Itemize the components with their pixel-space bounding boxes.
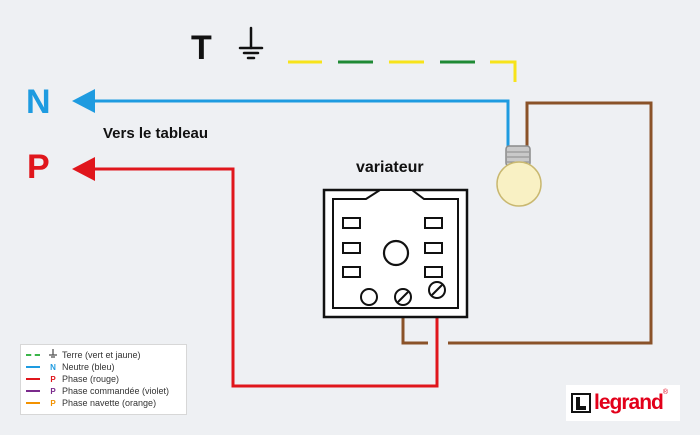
phase-label: P [27, 148, 50, 186]
legend-swatch-commanded-phase [26, 390, 40, 392]
light-bulb-icon [496, 145, 542, 207]
legend-text: Phase commandée (violet) [62, 386, 170, 396]
screw-terminal-right [428, 281, 446, 299]
legend-swatch-neutral [26, 366, 40, 368]
phase-arrow [72, 157, 95, 181]
neutral-arrow [72, 89, 95, 113]
dimmer-device [322, 188, 469, 319]
legrand-logo-icon [571, 393, 591, 413]
legend-symbol: P [50, 398, 56, 408]
legend-text: Phase navette (orange) [62, 398, 157, 408]
legend-text: Neutre (bleu) [62, 362, 115, 372]
legend-item-neutral: N Neutre (bleu) [26, 361, 186, 373]
legend-item-phase: P Phase (rouge) [26, 373, 186, 385]
dimmer-label: variateur [356, 159, 424, 176]
legend-symbol: P [50, 386, 56, 396]
legend-item-traveller-phase: P Phase navette (orange) [26, 397, 186, 409]
legrand-logo: legrand ® [566, 385, 680, 421]
legend-symbol: N [50, 362, 56, 372]
phase-wire [72, 157, 439, 388]
legend-item-commanded-phase: P Phase commandée (violet) [26, 385, 186, 397]
legend-swatch-phase [26, 378, 40, 380]
legend-swatch-traveller-phase [26, 402, 40, 404]
legend-item-earth: Terre (vert et jaune) [26, 349, 186, 361]
to-panel-label: Vers le tableau [103, 125, 209, 142]
legend: Terre (vert et jaune) N Neutre (bleu) P … [20, 344, 187, 415]
neutral-wire [72, 89, 510, 148]
legend-text: Terre (vert et jaune) [62, 350, 141, 360]
neutral-label: N [26, 83, 51, 121]
logo-registered-mark: ® [662, 389, 669, 396]
earth-wire [288, 60, 517, 82]
legend-text: Phase (rouge) [62, 374, 120, 384]
logo-text: legrand [594, 391, 664, 414]
earth-label: T [191, 29, 212, 67]
legend-swatch-earth [26, 354, 40, 356]
screw-terminal-middle [394, 288, 412, 306]
earth-icon [44, 349, 62, 361]
legend-symbol: P [50, 374, 56, 384]
screw-terminal-left [360, 288, 378, 306]
earth-icon [238, 26, 264, 60]
